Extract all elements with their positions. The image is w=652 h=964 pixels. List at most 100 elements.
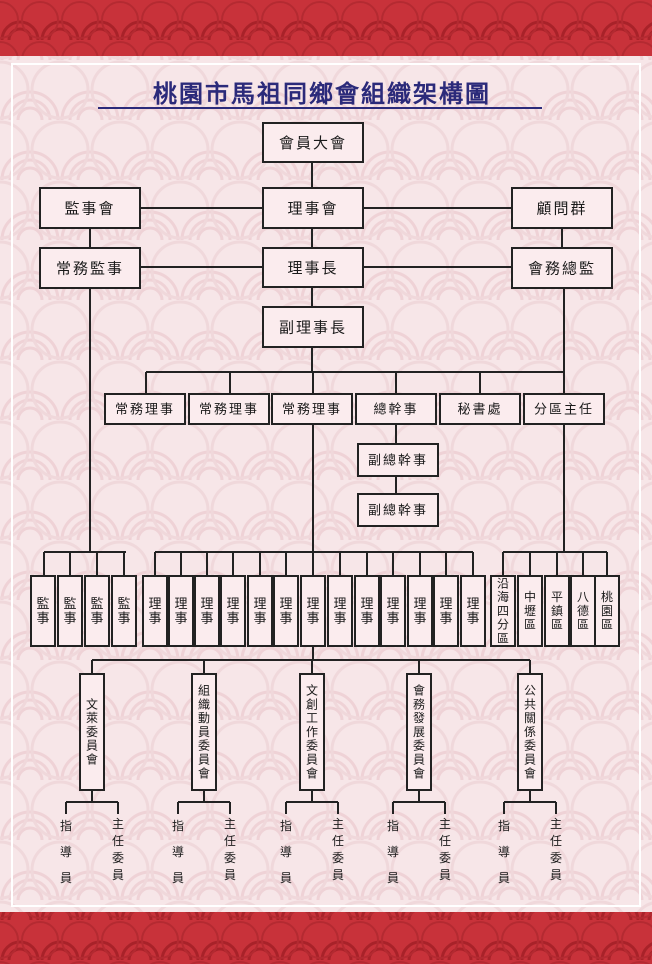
director-box-8: 理事: [354, 575, 380, 647]
committee-box-0: 文萊委員會: [79, 673, 105, 791]
director-box-10-label: 理事: [413, 597, 426, 627]
supervisor-box-0-label: 監事: [36, 596, 49, 627]
director-box-12: 理事: [460, 575, 486, 647]
director-box-7: 理事: [327, 575, 353, 647]
director-box-0: 理事: [142, 575, 168, 647]
vice-chairman-box-label: 副理事長: [279, 318, 347, 336]
chair-label-3: 主任委員: [439, 817, 451, 882]
inner-frame: [11, 63, 641, 907]
director-box-6: 理事: [300, 575, 326, 647]
level4-box-0-label: 常務理事: [115, 403, 175, 418]
level4-box-1: 常務理事: [188, 393, 270, 425]
chairman-box: 理事長: [262, 247, 364, 288]
deputy-secretary-box-0: 副總幹事: [357, 443, 439, 477]
director-box-0-label: 理事: [148, 597, 161, 627]
level4-box-1-label: 常務理事: [199, 403, 259, 418]
director-box-1: 理事: [168, 575, 194, 647]
director-box-7-label: 理事: [333, 597, 346, 627]
director-box-11: 理事: [433, 575, 459, 647]
committee-box-3-label: 會務發展委員會: [413, 684, 425, 781]
director-box-6-label: 理事: [306, 597, 319, 627]
level4-box-5: 分區主任: [523, 393, 605, 425]
level4-box-4-label: 秘書處: [457, 403, 502, 418]
supervisor-box-1: 監事: [57, 575, 83, 647]
level4-box-2-label: 常務理事: [282, 403, 342, 418]
director-box-12-label: 理事: [466, 597, 479, 627]
board-box-label: 理事會: [287, 199, 338, 217]
connector-lines: [43, 162, 608, 814]
committee-roles-2: 指導員 主任委員: [280, 817, 344, 885]
district-box-2: 平鎮區: [544, 575, 570, 647]
guide-label-1: 指導員: [172, 818, 184, 885]
level4-box-3-label: 總幹事: [373, 402, 418, 418]
level4-box-3: 總幹事: [355, 393, 437, 425]
director-box-3-label: 理事: [226, 597, 239, 627]
level4-box-5-label: 分區主任: [534, 403, 594, 418]
director-box-3: 理事: [220, 575, 246, 647]
guide-label-3: 指導員: [387, 818, 399, 885]
supervisors-board-box-label: 監事會: [64, 199, 115, 217]
director-box-8-label: 理事: [360, 597, 373, 627]
chair-label-0: 主任委員: [112, 817, 124, 882]
vice-chairman-box: 副理事長: [262, 306, 364, 348]
chairman-box-label: 理事長: [287, 259, 338, 277]
general-manager-box: 會務總監: [511, 247, 613, 289]
board-box: 理事會: [262, 187, 364, 229]
committee-box-4-label: 公共關係委員會: [524, 684, 536, 781]
supervisor-box-0: 監事: [30, 575, 56, 647]
district-box-1: 中壢區: [517, 575, 543, 647]
committee-box-1: 組織動員委員會: [191, 673, 217, 791]
supervisor-box-2-label: 監事: [90, 596, 103, 627]
guide-label-2: 指導員: [280, 818, 292, 885]
director-box-9-label: 理事: [386, 597, 399, 627]
committee-box-4: 公共關係委員會: [517, 673, 543, 791]
director-box-2: 理事: [194, 575, 220, 647]
committee-roles-3: 指導員 主任委員: [387, 817, 451, 885]
director-box-2-label: 理事: [200, 597, 213, 627]
district-box-4-label: 桃園區: [601, 589, 613, 632]
committee-box-3: 會務發展委員會: [406, 673, 432, 791]
director-box-1-label: 理事: [174, 597, 187, 627]
standing-supervisor-box-label: 常務監事: [56, 259, 124, 277]
committee-box-1-label: 組織動員委員會: [198, 684, 210, 781]
bottom-border-band: [0, 908, 652, 964]
advisors-box: 顧問群: [511, 187, 613, 229]
committee-roles-0: 指導員 主任委員: [60, 817, 124, 885]
guide-label-0: 指導員: [60, 818, 72, 885]
advisors-box-label: 顧問群: [536, 199, 587, 217]
guide-label-4: 指導員: [498, 818, 510, 885]
deputy-secretary-box-1-label: 副總幹事: [368, 503, 428, 519]
director-box-11-label: 理事: [439, 597, 452, 627]
committee-box-2: 文創工作委員會: [299, 673, 325, 791]
district-box-3-label: 八德區: [577, 590, 589, 632]
director-box-4-label: 理事: [253, 597, 266, 627]
general-assembly-box-label: 會員大會: [279, 134, 347, 152]
director-box-10: 理事: [407, 575, 433, 647]
district-box-0-label: 沿海四分區: [497, 576, 509, 645]
supervisor-box-2: 監事: [84, 575, 110, 647]
level4-box-2: 常務理事: [271, 393, 353, 425]
top-border-band: [0, 0, 652, 62]
chair-label-2: 主任委員: [332, 817, 344, 882]
director-box-5: 理事: [273, 575, 299, 647]
district-box-1-label: 中壢區: [524, 589, 536, 632]
level4-box-4: 秘書處: [439, 393, 521, 425]
district-box-2-label: 平鎮區: [551, 590, 563, 632]
director-box-5-label: 理事: [279, 597, 292, 627]
supervisors-board-box: 監事會: [39, 187, 141, 229]
district-box-0: 沿海四分區: [490, 575, 516, 647]
district-box-4: 桃園區: [594, 575, 620, 647]
director-box-9: 理事: [380, 575, 406, 647]
level4-box-0: 常務理事: [104, 393, 186, 425]
supervisor-box-1-label: 監事: [63, 596, 76, 627]
committee-box-0-label: 文萊委員會: [86, 696, 98, 766]
general-manager-box-label: 會務總監: [528, 259, 596, 277]
supervisor-box-3: 監事: [111, 575, 137, 647]
district-box-3: 八德區: [570, 575, 596, 647]
director-box-4: 理事: [247, 575, 273, 647]
